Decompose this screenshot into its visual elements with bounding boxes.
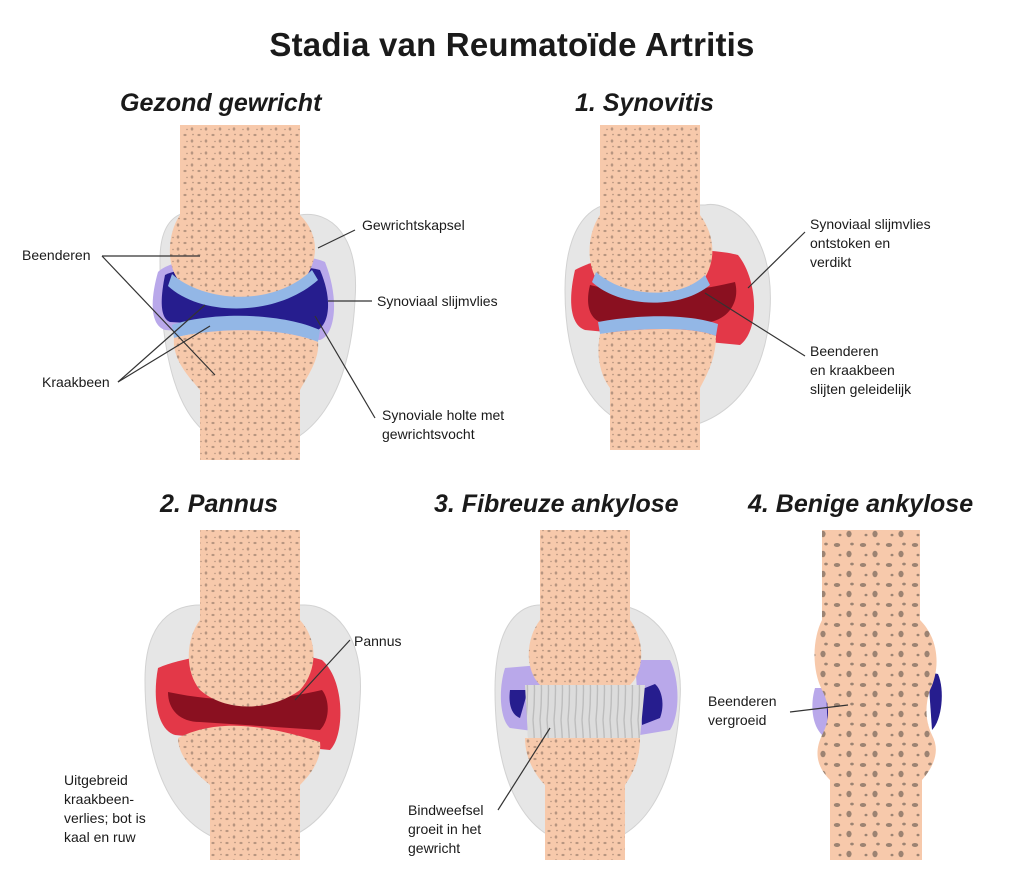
joint-pannus (144, 530, 361, 860)
fused-bone (814, 530, 937, 860)
label-bindweefsel: Bindweefsel groeit in het gewricht (408, 802, 484, 856)
upper-bone (528, 530, 642, 685)
heading-fibrous: 3. Fibreuze ankylose (434, 490, 679, 518)
label-gewrichtskapsel: Gewrichtskapsel (362, 217, 465, 233)
label-slijmvlies-ontstoken: Synoviaal slijmvlies ontstoken en verdik… (810, 216, 931, 270)
label-synoviale-holte: Synoviale holte met gewrichtsvocht (382, 407, 505, 442)
label-synoviaal-slijmvlies: Synoviaal slijmvlies (377, 293, 498, 309)
label-slijten-geleidelijk: Beenderen en kraakbeen slijten geleideli… (810, 343, 912, 397)
joint-healthy (152, 125, 357, 460)
upper-cartilage (168, 270, 318, 309)
upper-bone (188, 530, 314, 707)
lower-cartilage (172, 315, 320, 342)
heading-healthy: Gezond gewricht (120, 89, 322, 117)
label-beenderen: Beenderen (22, 247, 91, 263)
fibrous-tissue (525, 685, 645, 738)
heading-bony: 4. Benige ankylose (748, 490, 974, 518)
lower-bone (598, 329, 716, 450)
upper-bone (589, 125, 713, 300)
lower-bone (525, 738, 640, 860)
label-kraakbeen: Kraakbeen (42, 374, 110, 390)
label-pannus: Pannus (354, 633, 402, 649)
diagram-title: Stadia van Reumatoïde Artritis (269, 26, 755, 63)
joint-synovitis (564, 125, 771, 450)
label-kraakbeen-verlies: Uitgebreid kraakbeen- verlies; bot is ka… (64, 772, 146, 845)
synovium-left (812, 688, 828, 735)
heading-pannus: 2. Pannus (160, 490, 279, 518)
heading-synovitis: 1. Synovitis (575, 89, 714, 117)
lower-bone (173, 330, 319, 460)
label-beenderen-vergroeid: Beenderen vergroeid (708, 693, 777, 728)
joint-fibrous-ankylosis (494, 530, 681, 860)
lower-cartilage (598, 316, 718, 336)
lower-bone (178, 725, 321, 860)
joint-bony-ankylosis (812, 530, 942, 860)
cavity-left (509, 690, 528, 718)
upper-bone (169, 125, 315, 304)
cavity-right (640, 684, 663, 725)
upper-cartilage (592, 272, 710, 303)
pannus-core (168, 690, 328, 730)
leader-lines (101, 229, 849, 811)
